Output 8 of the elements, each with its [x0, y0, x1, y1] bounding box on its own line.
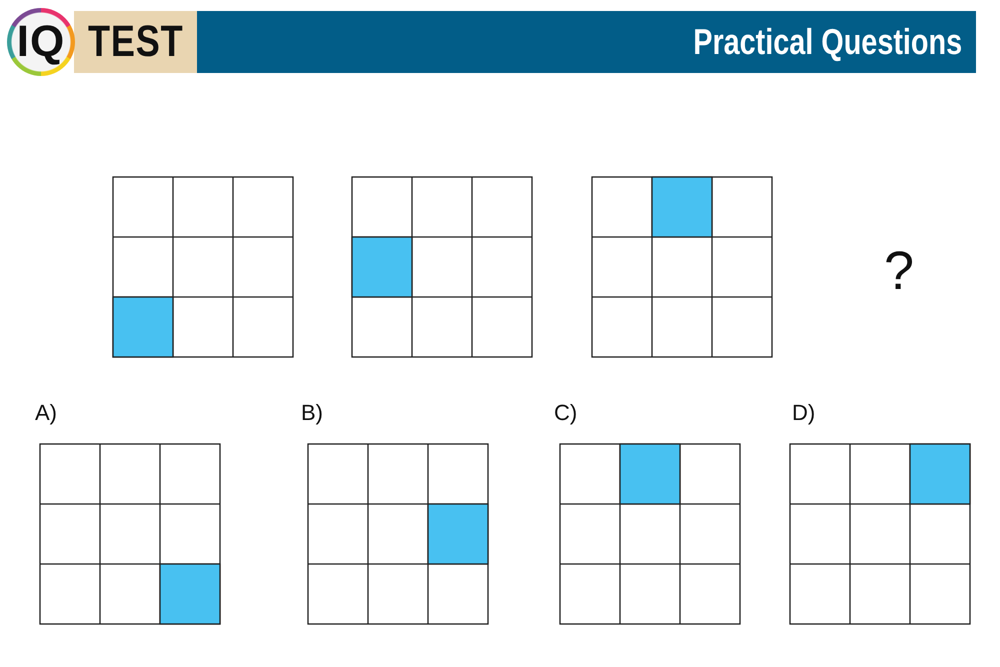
question-mark: ?	[884, 244, 914, 298]
option-label: A)	[35, 402, 57, 424]
ring-badge: IQ	[7, 8, 75, 76]
option-label: C)	[554, 402, 578, 424]
option-label: D)	[792, 402, 816, 424]
title: Practical Questions	[693, 21, 962, 63]
option-label: B)	[301, 402, 323, 424]
header-text: TEST	[88, 19, 184, 65]
